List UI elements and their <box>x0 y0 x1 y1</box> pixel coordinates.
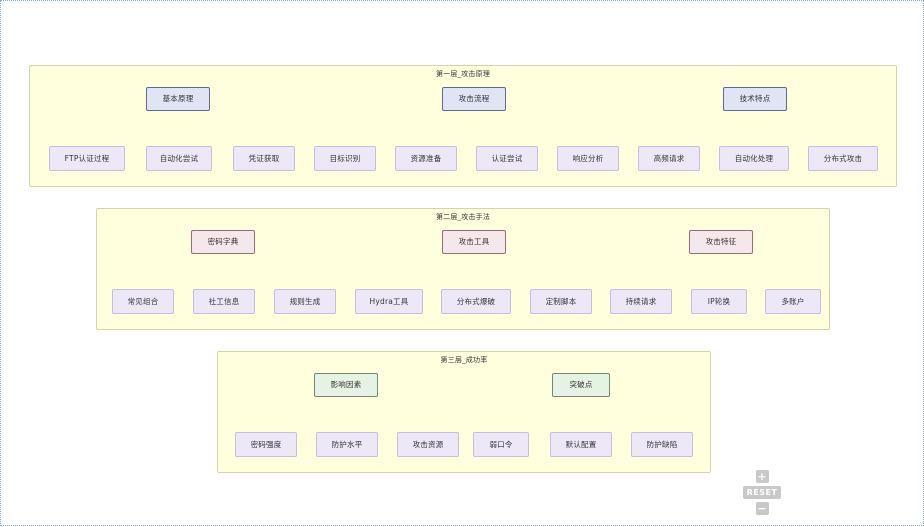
leaf-node[interactable]: 多账户 <box>765 289 821 314</box>
root-node[interactable]: 突破点 <box>552 373 610 397</box>
leaf-node[interactable]: 自动化尝试 <box>146 146 212 171</box>
leaf-node[interactable]: IP轮换 <box>691 289 747 314</box>
zoom-in-button[interactable]: + <box>755 470 769 483</box>
leaf-node[interactable]: 防护水平 <box>316 432 378 457</box>
root-node[interactable]: 技术特点 <box>723 87 787 111</box>
leaf-node[interactable]: 分布式爆破 <box>441 289 511 314</box>
leaf-node[interactable]: 目标识别 <box>314 146 376 171</box>
root-node[interactable]: 攻击特征 <box>689 230 753 254</box>
leaf-node[interactable]: 资源准备 <box>395 146 457 171</box>
root-node[interactable]: 影响因素 <box>314 373 378 397</box>
zoom-reset-button[interactable]: RESET <box>742 486 782 499</box>
leaf-node[interactable]: 社工信息 <box>193 289 255 314</box>
leaf-node[interactable]: FTP认证过程 <box>49 146 125 171</box>
subgraph-title: 第二层_攻击手法 <box>435 213 491 221</box>
root-node[interactable]: 攻击工具 <box>442 230 506 254</box>
zoom-out-button[interactable]: − <box>755 502 769 515</box>
leaf-node[interactable]: 高频请求 <box>638 146 700 171</box>
leaf-node[interactable]: 认证尝试 <box>476 146 538 171</box>
subgraph-title: 第一层_攻击原理 <box>435 70 491 78</box>
root-node[interactable]: 基本原理 <box>146 87 210 111</box>
root-node[interactable]: 密码字典 <box>191 230 255 254</box>
leaf-node[interactable]: 弱口令 <box>473 432 529 457</box>
leaf-node[interactable]: 规则生成 <box>274 289 336 314</box>
leaf-node[interactable]: 自动化处理 <box>719 146 789 171</box>
subgraph-title: 第三层_成功率 <box>440 356 488 364</box>
leaf-node[interactable]: 攻击资源 <box>397 432 459 457</box>
root-node[interactable]: 攻击流程 <box>442 87 506 111</box>
zoom-controls[interactable]: + RESET − <box>739 470 785 515</box>
leaf-node[interactable]: 密码强度 <box>235 432 297 457</box>
leaf-node[interactable]: 分布式攻击 <box>808 146 878 171</box>
leaf-node[interactable]: 持续请求 <box>610 289 672 314</box>
leaf-node[interactable]: Hydra工具 <box>355 289 423 314</box>
subgraph-layer3: 第三层_成功率 <box>217 351 711 473</box>
leaf-node[interactable]: 定制脚本 <box>530 289 592 314</box>
leaf-node[interactable]: 凭证获取 <box>233 146 295 171</box>
leaf-node[interactable]: 防护缺陷 <box>631 432 693 457</box>
leaf-node[interactable]: 默认配置 <box>550 432 612 457</box>
leaf-node[interactable]: 常见组合 <box>112 289 174 314</box>
leaf-node[interactable]: 响应分析 <box>557 146 619 171</box>
